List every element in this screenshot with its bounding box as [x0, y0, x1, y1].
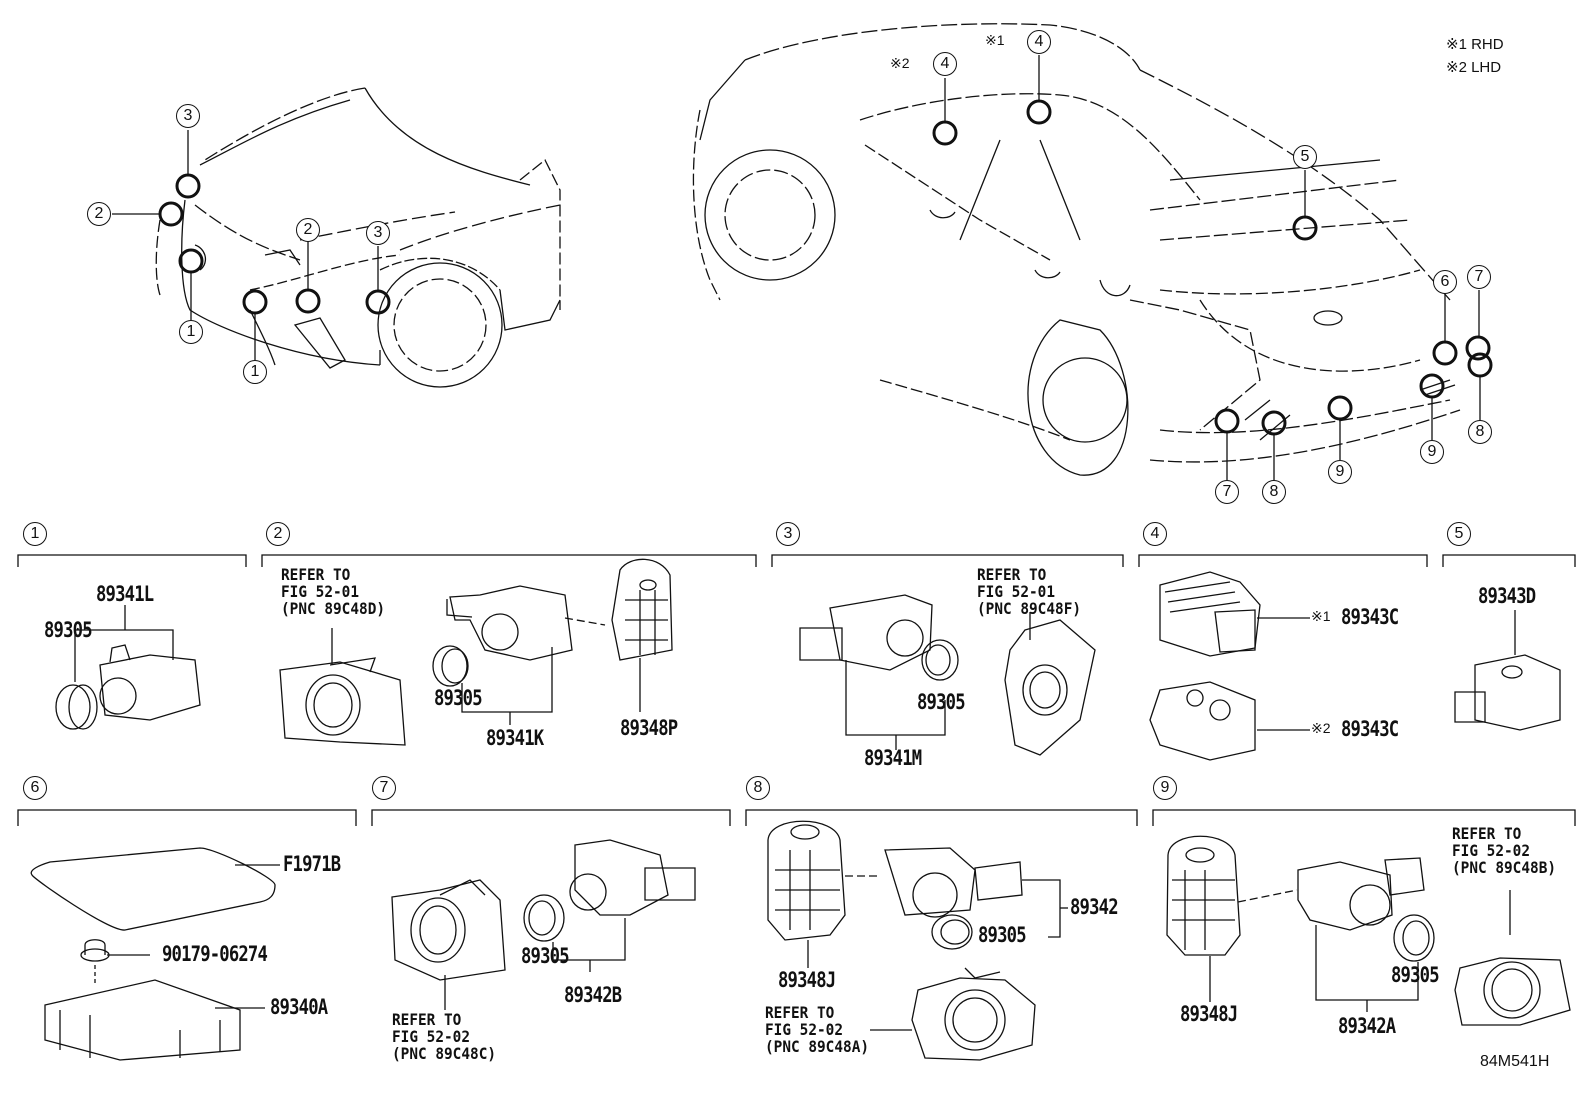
- group-2-artwork: [279, 558, 673, 746]
- part-89343C-lhd-number[interactable]: 89343C: [1341, 717, 1399, 741]
- rear-callout-9-left[interactable]: 9: [1328, 460, 1352, 484]
- part-89341M[interactable]: 89341M: [864, 746, 922, 770]
- group-7-number: 7: [372, 776, 396, 800]
- front-callout-2-left[interactable]: 2: [87, 202, 111, 226]
- part-89342[interactable]: 89342: [1070, 895, 1119, 919]
- part-89305-g8[interactable]: 89305: [978, 923, 1027, 947]
- part-89342B[interactable]: 89342B: [564, 983, 622, 1007]
- refer-fig-52-02-89C48A[interactable]: REFER TO FIG 52-02 (PNC 89C48A): [765, 1003, 870, 1056]
- part-89343C-rhd-number[interactable]: 89343C: [1341, 605, 1399, 629]
- rear-callout-7-left[interactable]: 7: [1215, 480, 1239, 504]
- part-89348P[interactable]: 89348P: [620, 716, 678, 740]
- rear-callout-mark-lhd: ※2: [890, 55, 910, 71]
- group-1-number: 1: [23, 522, 47, 546]
- legend-rhd: ※1 RHD: [1446, 37, 1504, 52]
- group-9-artwork: [1166, 835, 1571, 1026]
- rear-callout-9-right[interactable]: 9: [1420, 440, 1444, 464]
- rear-callout-mark-rhd: ※1: [985, 32, 1005, 48]
- part-89341L[interactable]: 89341L: [96, 582, 154, 606]
- rear-car-illustration: [692, 23, 1461, 476]
- rear-leader-lines: [944, 55, 1481, 480]
- group-4-artwork: [1149, 571, 1310, 761]
- group-8-number: 8: [746, 776, 770, 800]
- front-callout-1-right[interactable]: 1: [243, 360, 267, 384]
- front-sensor-markers: [158, 173, 391, 315]
- group-2-number: 2: [266, 522, 290, 546]
- part-89348J-g9[interactable]: 89348J: [1180, 1002, 1238, 1026]
- part-89305-g2[interactable]: 89305: [434, 686, 483, 710]
- refer-fig-52-02-89C48C[interactable]: REFER TO FIG 52-02 (PNC 89C48C): [392, 1010, 497, 1063]
- front-car-illustration: [155, 87, 561, 388]
- group-3-number: 3: [776, 522, 800, 546]
- part-89305-g9[interactable]: 89305: [1391, 963, 1440, 987]
- part-89341K[interactable]: 89341K: [486, 726, 544, 750]
- part-89342A[interactable]: 89342A: [1338, 1014, 1396, 1038]
- group-5-number: 5: [1447, 522, 1471, 546]
- group-7-artwork: [391, 839, 696, 1010]
- legend-text-lhd: LHD: [1471, 59, 1502, 76]
- legend-lhd: ※2 LHD: [1446, 60, 1501, 75]
- group-4-number: 4: [1143, 522, 1167, 546]
- group-1-artwork: [55, 605, 201, 730]
- rear-callout-4-lhd[interactable]: 4: [933, 52, 957, 76]
- rear-callout-8-right[interactable]: 8: [1468, 420, 1492, 444]
- group-9-number: 9: [1153, 776, 1177, 800]
- front-callout-1-left[interactable]: 1: [179, 320, 203, 344]
- legend-mark-1: ※1: [1446, 36, 1467, 53]
- refer-fig-52-02-89C48B[interactable]: REFER TO FIG 52-02 (PNC 89C48B): [1452, 824, 1557, 877]
- part-89348J-g8[interactable]: 89348J: [778, 968, 836, 992]
- part-89343C-lhd[interactable]: ※2: [1311, 720, 1331, 736]
- rear-callout-8-left[interactable]: 8: [1262, 480, 1286, 504]
- part-89340A[interactable]: 89340A: [270, 995, 328, 1019]
- rear-callout-5[interactable]: 5: [1293, 145, 1317, 169]
- group-brackets: [17, 554, 1576, 826]
- front-callout-3-left[interactable]: 3: [176, 104, 200, 128]
- part-89305-g1[interactable]: 89305: [44, 618, 93, 642]
- group-6-artwork: [30, 847, 280, 1061]
- front-callout-3-right[interactable]: 3: [366, 221, 390, 245]
- figure-id: 84M541H: [1480, 1053, 1550, 1070]
- group-6-number: 6: [23, 776, 47, 800]
- group-8-artwork: [767, 820, 1068, 1061]
- rear-callout-6[interactable]: 6: [1433, 270, 1457, 294]
- legend-text-rhd: RHD: [1471, 36, 1504, 53]
- part-89305-g3[interactable]: 89305: [917, 690, 966, 714]
- part-89343D[interactable]: 89343D: [1478, 584, 1536, 608]
- refer-fig-52-01-89C48F[interactable]: REFER TO FIG 52-01 (PNC 89C48F): [977, 565, 1082, 618]
- rear-callout-7-right[interactable]: 7: [1467, 265, 1491, 289]
- group-3-artwork: [799, 594, 1096, 756]
- part-89305-g7[interactable]: 89305: [521, 944, 570, 968]
- rear-sensor-markers: [932, 99, 1493, 436]
- refer-fig-52-01-89C48D[interactable]: REFER TO FIG 52-01 (PNC 89C48D): [281, 565, 386, 618]
- part-90179-06274[interactable]: 90179-06274: [162, 942, 268, 966]
- part-89343C-rhd[interactable]: ※1: [1311, 608, 1331, 624]
- group-5-artwork: [1454, 610, 1561, 731]
- part-F1971B[interactable]: F1971B: [283, 852, 341, 876]
- legend-mark-2: ※2: [1446, 59, 1467, 76]
- front-leader-lines: [112, 130, 379, 360]
- rear-callout-4-rhd[interactable]: 4: [1027, 30, 1051, 54]
- front-callout-2-right[interactable]: 2: [296, 218, 320, 242]
